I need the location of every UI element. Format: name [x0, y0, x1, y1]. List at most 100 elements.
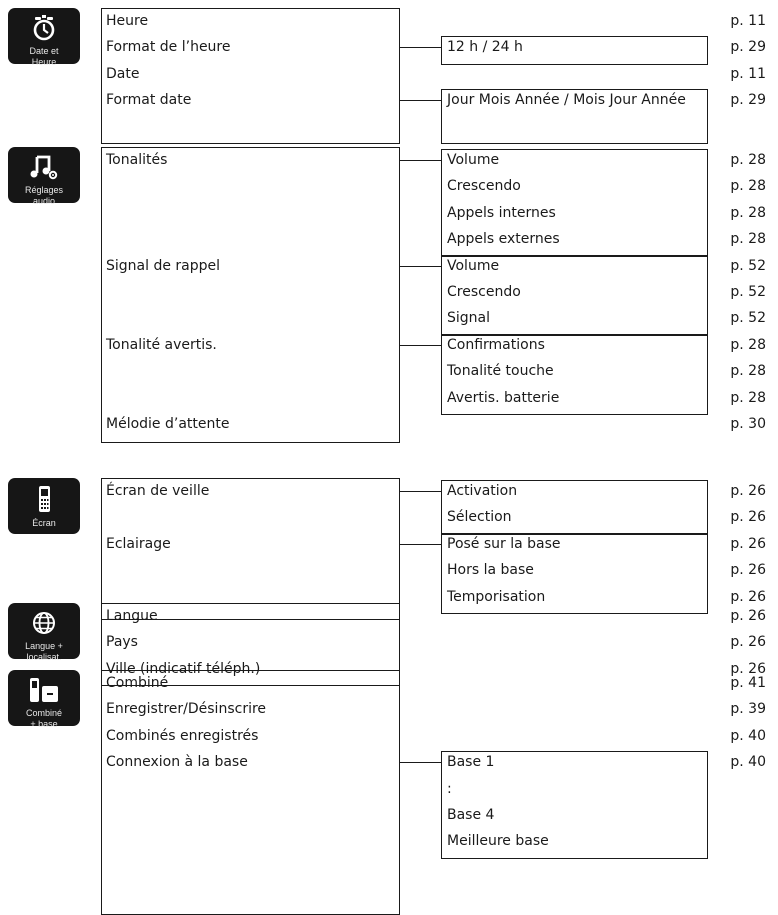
section-icon-caption: Langue + localisat. — [25, 641, 63, 662]
section-icon-caption: Réglages audio — [24, 185, 64, 206]
submenu-box — [441, 333, 708, 415]
page-reference: p. 26 — [730, 535, 766, 552]
submenu-box — [441, 480, 708, 535]
alarm-clock-icon — [8, 14, 80, 42]
page-reference: p. 28 — [730, 363, 766, 380]
menu-item-label[interactable]: Eclairage — [106, 535, 171, 552]
section-menu-box — [101, 8, 400, 144]
menu-item-label[interactable]: Tonalités — [106, 152, 168, 168]
globe-icon — [8, 609, 80, 637]
menu-item-label[interactable]: Heure — [106, 13, 149, 29]
section-menu-box — [101, 478, 400, 620]
submenu-item-label[interactable]: Base 1 — [447, 754, 495, 771]
connector-line — [400, 762, 441, 764]
section-icon-tile: Langue + localisat. — [8, 603, 80, 662]
page-reference: p. 28 — [730, 152, 766, 168]
section-menu-box — [101, 147, 400, 444]
section-icon-tile: Date et Heure — [8, 8, 80, 67]
menu-item-label[interactable]: Tonalité avertis. — [106, 336, 217, 353]
handset-base-icon — [8, 676, 80, 704]
page-reference: p. 26 — [730, 634, 766, 651]
menu-item-label[interactable]: Combinés enregistrés — [106, 727, 259, 744]
menu-item-label[interactable]: Format date — [106, 92, 192, 109]
handset-screen-icon — [8, 484, 80, 514]
section-menu-box — [101, 670, 400, 915]
submenu-item-label[interactable]: : — [447, 780, 452, 797]
page-reference: p. 30 — [730, 416, 766, 432]
submenu-item-label[interactable]: Volume — [447, 152, 500, 168]
submenu-item-label[interactable]: Appels externes — [447, 231, 560, 248]
section-icon-tile: Réglages audio — [8, 147, 80, 206]
page-reference: p. 26 — [730, 660, 766, 677]
page-reference: p. 29 — [730, 39, 766, 56]
section-icon-tile: Écran — [8, 478, 80, 534]
section-icon-caption: Écran — [32, 518, 56, 528]
music-note-gear-icon — [8, 153, 80, 181]
connector-line — [400, 47, 441, 49]
submenu-item-label[interactable]: Tonalité touche — [447, 363, 554, 380]
page-reference: p. 26 — [730, 608, 766, 624]
page-reference: p. 26 — [730, 483, 766, 499]
menu-item-label[interactable]: Date — [106, 65, 140, 82]
page-reference: p. 40 — [730, 754, 766, 771]
menu-item-label[interactable]: Ville (indicatif téléph.) — [106, 660, 261, 677]
connector-line — [400, 160, 441, 161]
submenu-box — [441, 254, 708, 336]
page-reference: p. 11 — [730, 65, 766, 82]
menu-item-label[interactable]: Format de l’heure — [106, 39, 231, 56]
section-icon-caption: Date et Heure — [29, 46, 59, 67]
section-icon-caption: Combiné + base — [25, 708, 63, 729]
menu-item-label[interactable]: Langue — [106, 608, 158, 624]
submenu-item-label[interactable]: Crescendo — [447, 178, 521, 195]
page-reference: p. 26 — [730, 562, 766, 579]
submenu-box — [441, 149, 708, 257]
page-reference: p. 28 — [730, 389, 766, 406]
submenu-item-label[interactable]: Avertis. batterie — [447, 389, 560, 406]
connector-line — [400, 491, 441, 492]
menu-item-label[interactable]: Écran de veille — [106, 483, 210, 499]
submenu-item-label[interactable]: Meilleure base — [447, 833, 549, 850]
submenu-item-label[interactable]: Signal — [447, 310, 491, 327]
page-reference: p. 52 — [730, 257, 766, 274]
submenu-item-label[interactable]: Jour Mois Année / Mois Jour Année — [447, 92, 686, 109]
menu-item-label[interactable]: Signal de rappel — [106, 257, 221, 274]
connector-line — [400, 344, 441, 346]
submenu-item-label[interactable]: Sélection — [447, 509, 512, 526]
connector-line — [400, 543, 441, 545]
connector-line — [400, 265, 441, 267]
submenu-box — [441, 89, 708, 144]
page-reference: p. 52 — [730, 310, 766, 327]
menu-item-label[interactable]: Enregistrer/Désinscrire — [106, 701, 267, 718]
page-reference: p. 41 — [730, 675, 766, 691]
submenu-box — [441, 36, 708, 65]
submenu-box — [441, 751, 708, 859]
page-reference: p. 39 — [730, 701, 766, 718]
submenu-item-label[interactable]: Appels internes — [447, 204, 556, 221]
submenu-item-label[interactable]: Hors la base — [447, 562, 534, 579]
submenu-item-label[interactable]: Base 4 — [447, 807, 495, 823]
page-reference: p. 28 — [730, 178, 766, 195]
page-reference: p. 26 — [730, 509, 766, 526]
submenu-item-label[interactable]: Posé sur la base — [447, 535, 561, 552]
menu-item-label[interactable]: Mélodie d’attente — [106, 416, 230, 432]
submenu-item-label[interactable]: Activation — [447, 483, 518, 499]
page-reference: p. 29 — [730, 92, 766, 109]
page-reference: p. 26 — [730, 588, 766, 605]
section-menu-box — [101, 603, 400, 687]
page-reference: p. 28 — [730, 204, 766, 221]
submenu-item-label[interactable]: Volume — [447, 257, 500, 274]
submenu-item-label[interactable]: Temporisation — [447, 588, 546, 605]
menu-item-label[interactable]: Pays — [106, 634, 138, 651]
submenu-item-label[interactable]: Confirmations — [447, 336, 545, 353]
page-reference: p. 28 — [730, 231, 766, 248]
section-icon-tile: Combiné + base — [8, 670, 80, 729]
page-reference: p. 40 — [730, 727, 766, 744]
menu-item-label[interactable]: Combiné — [106, 675, 169, 691]
menu-item-label[interactable]: Connexion à la base — [106, 754, 248, 771]
submenu-item-label[interactable]: Crescendo — [447, 284, 521, 300]
connector-line — [400, 100, 441, 102]
page-reference: p. 28 — [730, 336, 766, 353]
page-reference: p. 52 — [730, 284, 766, 300]
page-reference: p. 11 — [730, 13, 766, 29]
submenu-item-label[interactable]: 12 h / 24 h — [447, 39, 523, 56]
